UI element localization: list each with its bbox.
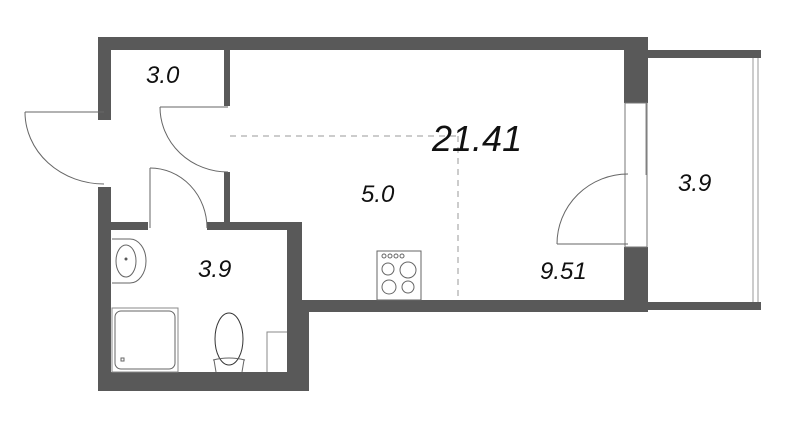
wall-bath-bottom [98, 372, 309, 391]
room-area-living: 9.51 [540, 258, 587, 285]
stove-knob [381, 253, 387, 259]
stove-knob [387, 253, 393, 259]
wall-bath-right-lower [287, 300, 309, 391]
bathroom-door-swing [149, 167, 208, 229]
wall-balcony-bottom [648, 302, 761, 310]
window-frame [624, 102, 648, 248]
room-area-kitchen-zone: 5.0 [361, 181, 395, 208]
toilet-icon [214, 312, 244, 366]
sink-drain [124, 257, 128, 261]
entrance-door-swing [24, 111, 105, 185]
wall-left-upper [98, 37, 111, 120]
stove-burner [381, 279, 397, 295]
wall-right-upper [624, 37, 648, 103]
room-area-bathroom: 3.9 [198, 256, 232, 283]
stove-icon [376, 250, 422, 301]
wall-balcony-corner [754, 50, 761, 56]
shower-tray-icon [114, 310, 176, 370]
total-area: 21.41 [432, 118, 523, 159]
wall-left-lower [98, 187, 111, 391]
walls [98, 37, 761, 391]
room-area-balcony: 3.9 [678, 170, 712, 197]
stove-burner [401, 280, 415, 294]
stove-knob [399, 253, 405, 259]
toilet-tank [212, 357, 246, 373]
wall-bath-top-right [207, 222, 302, 230]
sink-bowl [115, 244, 137, 278]
wall-bath-top-left [111, 222, 148, 230]
balcony-door-swing [556, 173, 629, 245]
wall-top [98, 37, 648, 50]
shower-tray-outer [111, 307, 179, 373]
wall-bath-right-upper [287, 222, 302, 302]
fixtures [24, 58, 759, 373]
sink-icon [112, 238, 147, 284]
stove-knob [393, 253, 399, 259]
washing-machine-icon [266, 331, 287, 372]
wall-main-bottom [287, 300, 648, 312]
shower-drain [120, 357, 125, 362]
storage-door-swing [159, 106, 229, 173]
stove-burner [381, 262, 395, 276]
wall-right-lower [624, 247, 648, 312]
zone-dividers [230, 135, 459, 300]
wall-storage-partition [224, 50, 230, 106]
wall-balcony-top [648, 50, 761, 58]
stove-burner [399, 261, 417, 279]
wall-inner-partition [224, 172, 230, 230]
room-area-hallway-storage: 3.0 [146, 62, 180, 89]
